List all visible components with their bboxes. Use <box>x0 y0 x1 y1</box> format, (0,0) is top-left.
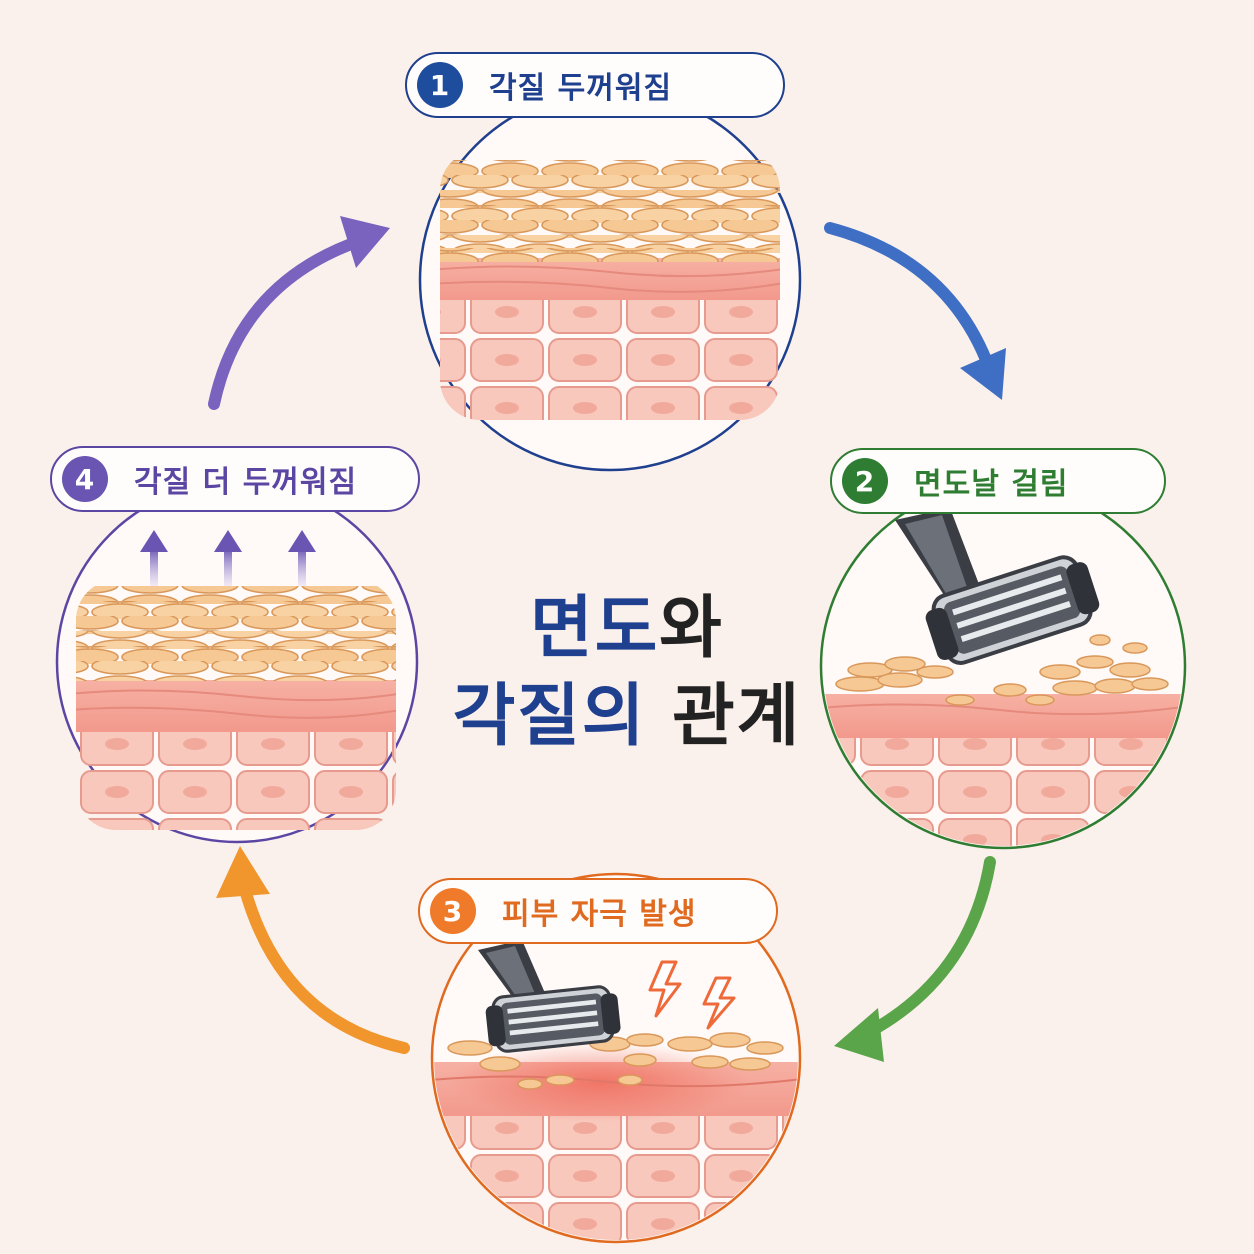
cycle-arrow-icon <box>216 846 410 1054</box>
step-2-label: 2 면도날 걸림 <box>830 448 1166 514</box>
razor-icon <box>478 940 624 1055</box>
title-line-1: 면도와 <box>380 585 874 673</box>
title-highlight: 각질의 <box>452 677 647 756</box>
step-3-illustration <box>430 872 802 1244</box>
diagram-title: 면도와 각질의 관계 <box>380 585 874 761</box>
step-label-text: 각질 두꺼워짐 <box>489 71 673 106</box>
lightning-icon <box>648 960 736 1030</box>
step-label-text: 면도날 걸림 <box>914 467 1069 502</box>
step-label-text: 각질 더 두꺼워짐 <box>134 465 358 500</box>
step-number-badge: 3 <box>430 888 476 934</box>
skin-layer-icon <box>434 1032 798 1240</box>
razor-icon <box>895 508 1106 672</box>
step-4-illustration <box>55 480 419 844</box>
title-highlight: 면도 <box>530 589 660 668</box>
step-number-badge: 2 <box>842 458 888 504</box>
title-text: 와 <box>659 589 724 668</box>
title-text: 관계 <box>646 677 802 756</box>
up-arrow-icon <box>140 530 316 586</box>
step-1-label: 1 각질 두꺼워짐 <box>405 52 785 118</box>
step-4-label: 4 각질 더 두꺼워짐 <box>50 446 420 512</box>
skin-layer-icon <box>76 586 396 830</box>
step-number-badge: 4 <box>62 456 108 502</box>
skin-layer-icon <box>440 160 780 420</box>
title-line-2: 각질의 관계 <box>380 673 874 761</box>
cycle-arrow-icon <box>824 222 1006 400</box>
step-1-illustration <box>418 88 802 472</box>
step-number-badge: 1 <box>417 62 463 108</box>
step-3-label: 3 피부 자극 발생 <box>418 878 778 944</box>
step-label-text: 피부 자극 발생 <box>502 897 697 932</box>
step-2-illustration <box>819 482 1187 850</box>
cycle-arrow-icon <box>208 216 390 410</box>
cycle-arrow-icon <box>834 856 996 1062</box>
